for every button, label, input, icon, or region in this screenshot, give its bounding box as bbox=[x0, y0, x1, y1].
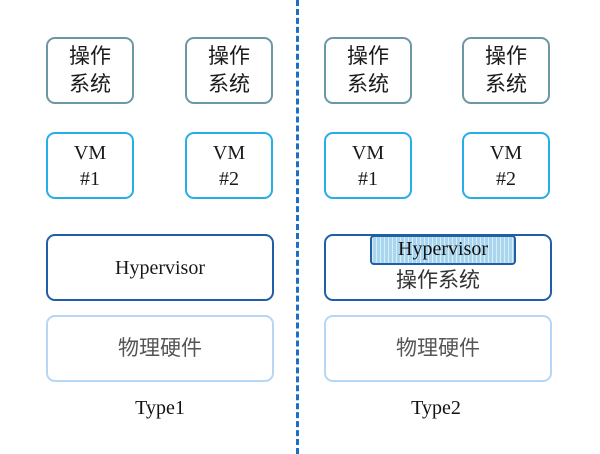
type1-hypervisor-label: Hypervisor bbox=[115, 256, 205, 279]
type1-hypervisor: Hypervisor bbox=[46, 234, 274, 301]
type2-hardware-label: 物理硬件 bbox=[396, 335, 480, 360]
type1-vm-1-label: VM #1 bbox=[73, 141, 107, 190]
type1-vm-2: VM #2 bbox=[185, 132, 273, 199]
type1-guest-os-1: 操作 系统 bbox=[46, 37, 134, 104]
type2-vm-2-label: VM #2 bbox=[489, 141, 523, 190]
type1-vm-1: VM #1 bbox=[46, 132, 134, 199]
type2-guest-os-2-label: 操作 系统 bbox=[485, 44, 527, 96]
type1-vm-2-label: VM #2 bbox=[212, 141, 246, 190]
type2-vm-1: VM #1 bbox=[324, 132, 412, 199]
type2-guest-os-1-label: 操作 系统 bbox=[347, 44, 389, 96]
type2-host-os-label: 操作系统 bbox=[396, 267, 480, 292]
type1-hardware-label: 物理硬件 bbox=[118, 335, 202, 360]
type1-caption: Type1 bbox=[135, 397, 185, 419]
type1-hardware: 物理硬件 bbox=[46, 315, 274, 382]
section-divider bbox=[296, 0, 299, 454]
type2-guest-os-1: 操作 系统 bbox=[324, 37, 412, 104]
type1-guest-os-2-label: 操作 系统 bbox=[208, 44, 250, 96]
type2-caption: Type2 bbox=[411, 397, 461, 419]
type2-hardware: 物理硬件 bbox=[324, 315, 552, 382]
type2-host-os: Hypervisor 操作系统 bbox=[324, 234, 552, 301]
type2-vm-2: VM #2 bbox=[462, 132, 550, 199]
type2-vm-1-label: VM #1 bbox=[351, 141, 385, 190]
type1-guest-os-2: 操作 系统 bbox=[185, 37, 273, 104]
type2-guest-os-2: 操作 系统 bbox=[462, 37, 550, 104]
type2-hypervisor: Hypervisor bbox=[370, 235, 516, 265]
type1-guest-os-1-label: 操作 系统 bbox=[69, 44, 111, 96]
